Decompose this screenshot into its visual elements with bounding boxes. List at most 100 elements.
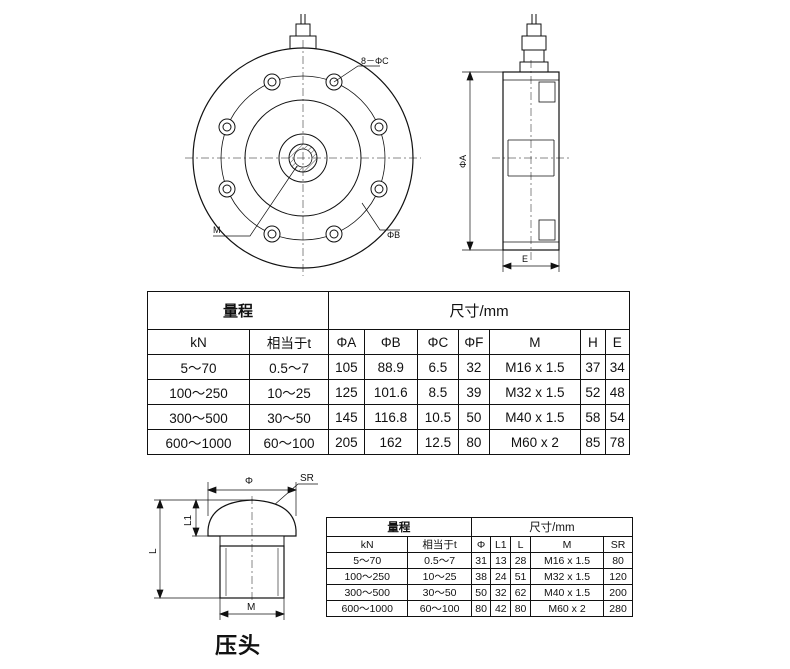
table-cell: 28: [510, 552, 531, 569]
col-header: kN: [147, 329, 250, 355]
table-cell: 300～500: [147, 404, 250, 430]
table-cell: 0.5～7: [407, 552, 472, 569]
hub-outer: [278, 133, 328, 183]
table-row: 600～1000 60～100 80 42 80 M60 x 2 280: [325, 600, 633, 617]
table-cell: 52: [580, 379, 606, 405]
table-cell: 34: [604, 354, 631, 380]
table-cell: 10～25: [407, 568, 472, 585]
table-cell: 101.6: [363, 379, 418, 405]
label-m: M: [213, 225, 221, 235]
loading-head-spec-table: 量程 尺寸/mm kN 相当于t Φ L1 L M SR 5～70 0.5～7 …: [325, 517, 634, 617]
table-cell: M32 x 1.5: [529, 568, 605, 585]
col-header: E: [604, 329, 631, 355]
label-phi-b: ΦB: [387, 230, 400, 240]
table-cell: 24: [490, 568, 512, 585]
col-header: ΦC: [416, 329, 460, 355]
table-cell: 120: [603, 568, 633, 585]
table-cell: 5～70: [325, 552, 409, 569]
table-cell: 54: [604, 404, 631, 430]
table-cell: 80: [470, 600, 492, 617]
table-row: 600～1000 60～100 205 162 12.5 80 M60 x 2 …: [147, 429, 631, 455]
table-cell: 80: [510, 600, 531, 617]
table-cell: 32: [458, 354, 490, 380]
label-l: L: [148, 548, 159, 554]
loading-head-caption: 压头: [215, 633, 262, 658]
table-cell: 50: [470, 584, 492, 601]
col-header: L1: [490, 536, 512, 553]
table-cell: M40 x 1.5: [529, 584, 605, 601]
table-cell: 32: [490, 584, 512, 601]
col-header: Φ: [470, 536, 492, 553]
table-cell: M16 x 1.5: [529, 552, 605, 569]
load-cell-side-view: ΦA E: [458, 14, 570, 272]
col-header: L: [510, 536, 531, 553]
table-cell: 60～100: [407, 600, 472, 617]
table-row: 100～250 10～25 125 101.6 8.5 39 M32 x 1.5…: [147, 379, 631, 405]
table-cell: 5～70: [147, 354, 250, 380]
table-cell: M60 x 2: [529, 600, 605, 617]
table-cell: 37: [580, 354, 606, 380]
table-cell: 116.8: [363, 404, 418, 430]
table-cell: 51: [510, 568, 531, 585]
table-cell: M32 x 1.5: [488, 379, 582, 405]
table-cell: 100～250: [325, 568, 409, 585]
col-header: H: [580, 329, 606, 355]
table-cell: 100～250: [147, 379, 250, 405]
col-header: kN: [325, 536, 409, 553]
label-m-head: M: [247, 602, 255, 613]
table-cell: 105: [328, 354, 365, 380]
label-sr: SR: [300, 473, 314, 484]
table-cell: 145: [328, 404, 365, 430]
table-cell: 85: [580, 429, 606, 455]
table-cell: M60 x 2: [488, 429, 582, 455]
col-header: SR: [603, 536, 633, 553]
table-cell: 80: [603, 552, 633, 569]
col-header: ΦA: [328, 329, 365, 355]
table-cell: 13: [490, 552, 512, 569]
table-cell: 62: [510, 584, 531, 601]
table-cell: 42: [490, 600, 512, 617]
table-cell: 600～1000: [147, 429, 250, 455]
dimension-header: 尺寸/mm: [328, 291, 630, 330]
table-cell: 39: [458, 379, 490, 405]
label-phi-a: ΦA: [458, 155, 468, 168]
table-cell: 50: [458, 404, 490, 430]
table-cell: 80: [458, 429, 490, 455]
col-header: 相当于t: [407, 536, 472, 553]
label-phi: Φ: [245, 476, 253, 487]
table-cell: M16 x 1.5: [488, 354, 582, 380]
load-cell-front-view: 8－ΦC M ΦB: [185, 14, 421, 276]
table-cell: 205: [328, 429, 365, 455]
table-cell: 30～50: [248, 404, 330, 430]
table-cell: 78: [604, 429, 631, 455]
table-row: 5～70 0.5～7 105 88.9 6.5 32 M16 x 1.5 37 …: [147, 354, 631, 380]
range-header: 量程: [146, 291, 330, 330]
table-row: 300～500 30～50 145 116.8 10.5 50 M40 x 1.…: [147, 404, 631, 430]
table-cell: 125: [328, 379, 365, 405]
dimension-header: 尺寸/mm: [470, 517, 634, 537]
table-cell: 200: [603, 584, 633, 601]
table-row: 5～70 0.5～7 31 13 28 M16 x 1.5 80: [325, 552, 633, 569]
table-cell: 12.5: [416, 429, 460, 455]
table-row: 300～500 30～50 50 32 62 M40 x 1.5 200: [325, 584, 633, 601]
table-cell: 0.5～7: [248, 354, 330, 380]
bolt-holes: [218, 73, 388, 243]
table-cell: 60～100: [248, 429, 330, 455]
table-cell: 38: [470, 568, 492, 585]
label-l1: L1: [183, 514, 194, 526]
table-cell: 31: [470, 552, 492, 569]
load-cell-spec-table: 量程 尺寸/mm kN 相当于t ΦA ΦB ΦC ΦF M H E 5～70 …: [146, 291, 631, 455]
col-header: 相当于t: [248, 329, 330, 355]
table-cell: 8.5: [416, 379, 460, 405]
label-8-phi-c: 8－ΦC: [361, 56, 389, 66]
table-cell: M40 x 1.5: [488, 404, 582, 430]
col-header: M: [529, 536, 605, 553]
table-cell: 6.5: [416, 354, 460, 380]
loading-head-drawing: Φ SR L1 L M: [148, 473, 318, 620]
col-header: ΦB: [363, 329, 418, 355]
table-cell: 58: [580, 404, 606, 430]
col-header: M: [488, 329, 582, 355]
table-cell: 48: [604, 379, 631, 405]
label-e: E: [522, 254, 528, 264]
table-cell: 30～50: [407, 584, 472, 601]
